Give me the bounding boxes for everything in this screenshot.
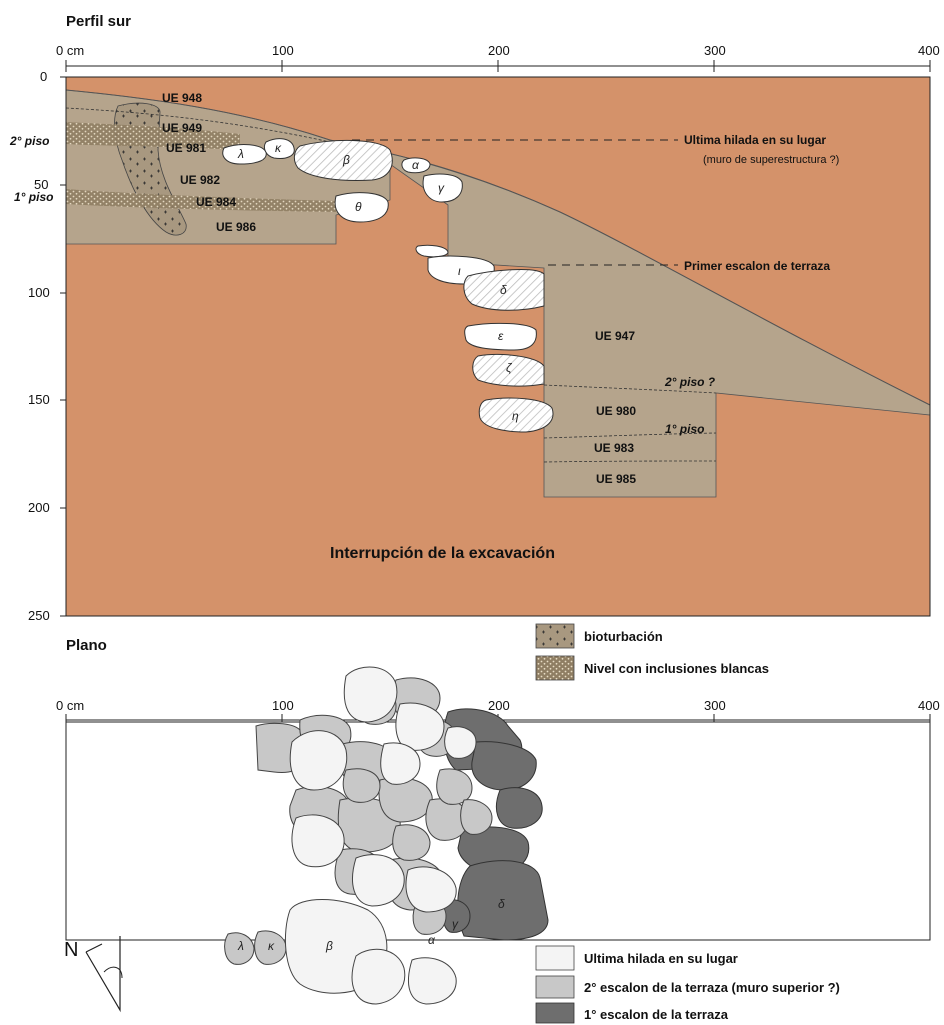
plan-ultima-hilada	[284, 666, 477, 1005]
legend-swatch-bioturbation	[535, 623, 575, 649]
profile-x-tick-0: 0 cm	[56, 43, 84, 58]
floor-label-right-1: 1° piso	[665, 422, 704, 436]
ue-949: UE 949	[162, 121, 202, 135]
stone-label-theta: θ	[355, 200, 362, 214]
plan-label-gamma: γ	[452, 917, 459, 931]
plan-x-tick-400: 400	[918, 698, 940, 713]
stone-zeta	[472, 353, 545, 387]
stone-beta	[293, 139, 393, 181]
legend-swatch-inclusions	[535, 655, 575, 681]
plan-legend-swatch-ultima	[535, 945, 575, 971]
stone-eta	[478, 397, 554, 433]
annotation-ultima: Ultima hilada en su lugar	[684, 133, 826, 147]
stone-kappa	[263, 138, 295, 159]
stone-alpha	[401, 157, 431, 174]
plan-legend-swatch-segundo	[535, 975, 575, 999]
stone-label-iota: ι	[458, 264, 461, 278]
stone-label-kappa: κ	[275, 141, 282, 155]
legend-bioturbation: bioturbación	[584, 629, 663, 644]
plan-legend-swatch-primero	[535, 1002, 575, 1024]
legend-inclusions: Nivel con inclusiones blancas	[584, 661, 769, 676]
excavation-note: Interrupción de la excavación	[330, 545, 555, 562]
ground-surface	[65, 89, 931, 406]
plan-x-tick-0: 0 cm	[56, 698, 84, 713]
ue-948: UE 948	[162, 91, 202, 105]
profile-x-axis	[65, 60, 931, 72]
profile-y-tick-100: 100	[28, 285, 50, 300]
profile-stones	[222, 138, 554, 433]
profile-y-tick-250: 250	[28, 608, 50, 623]
layer-line-1piso-right	[543, 432, 717, 439]
profile-x-tick-400: 400	[918, 43, 940, 58]
plan-label-kappa: κ	[268, 939, 275, 953]
stone-label-zeta: ζ	[506, 361, 513, 375]
plan-label-delta: δ	[498, 897, 505, 911]
ue-983: UE 983	[594, 441, 634, 455]
stone-gamma	[422, 173, 463, 203]
plan-x-tick-300: 300	[704, 698, 726, 713]
annotation-primer: Primer escalon de terraza	[684, 259, 830, 273]
ue-981: UE 981	[166, 141, 206, 155]
annotation-muro: (muro de superestructura ?)	[703, 154, 839, 166]
profile-y-tick-200: 200	[28, 500, 50, 515]
ue-980: UE 980	[596, 404, 636, 418]
layer-line-983	[543, 460, 717, 463]
stone-lambda	[222, 144, 267, 165]
plan-legend-segundo: 2° escalon de la terraza (muro superior …	[584, 980, 840, 995]
north-arrow-icon	[85, 936, 121, 1013]
profile-x-tick-200: 200	[488, 43, 510, 58]
ue-986: UE 986	[216, 220, 256, 234]
profile-frame	[65, 76, 931, 617]
stone-label-delta: δ	[500, 283, 507, 297]
layer-line-948	[65, 107, 331, 143]
plan-x-tick-100: 100	[272, 698, 294, 713]
plan-legend-primero: 1° escalon de la terraza	[584, 1007, 729, 1022]
stone-label-lambda: λ	[237, 147, 244, 161]
ue-984: UE 984	[196, 195, 236, 209]
floor-label-left-2: 2° piso	[9, 134, 49, 148]
profile-title: Perfil sur	[66, 13, 131, 30]
stone-label-gamma: γ	[438, 181, 445, 195]
floor-label-right-2: 2° piso ?	[664, 375, 716, 389]
plan-label-lambda: λ	[237, 939, 244, 953]
inclusion-layer-upper	[66, 122, 240, 150]
stone-label-alpha: α	[412, 158, 420, 172]
ue-985: UE 985	[596, 472, 636, 486]
stone-delta	[463, 269, 545, 311]
profile-x-tick-300: 300	[704, 43, 726, 58]
ue-982: UE 982	[180, 173, 220, 187]
plan-primer-escalon	[442, 708, 549, 941]
profile-y-tick-150: 150	[28, 392, 50, 407]
north-arc-icon	[103, 966, 123, 979]
stone-label-beta: β	[342, 153, 350, 167]
profile-x-tick-100: 100	[272, 43, 294, 58]
plan-x-tick-200: 200	[488, 698, 510, 713]
profile-y-tick-0: 0	[40, 69, 47, 84]
stone-theta	[334, 192, 389, 223]
inclusion-layer-lower	[66, 189, 336, 212]
ue-947: UE 947	[595, 329, 635, 343]
plan-title: Plano	[66, 637, 107, 654]
stone-label-epsilon: ε	[498, 329, 504, 343]
stone-label-eta: η	[512, 409, 519, 423]
stone-epsilon	[464, 322, 537, 351]
plan-label-alpha: α	[428, 933, 436, 947]
north-label: N	[64, 939, 78, 961]
floor-label-left-1: 1° piso	[14, 190, 53, 204]
profile-y-tick-50: 50	[34, 177, 48, 192]
plan-legend-ultima: Ultima hilada en su lugar	[584, 951, 738, 966]
plan-label-beta: β	[325, 939, 333, 953]
profile-y-axis	[60, 76, 66, 617]
layer-line-2piso-right	[543, 384, 717, 394]
